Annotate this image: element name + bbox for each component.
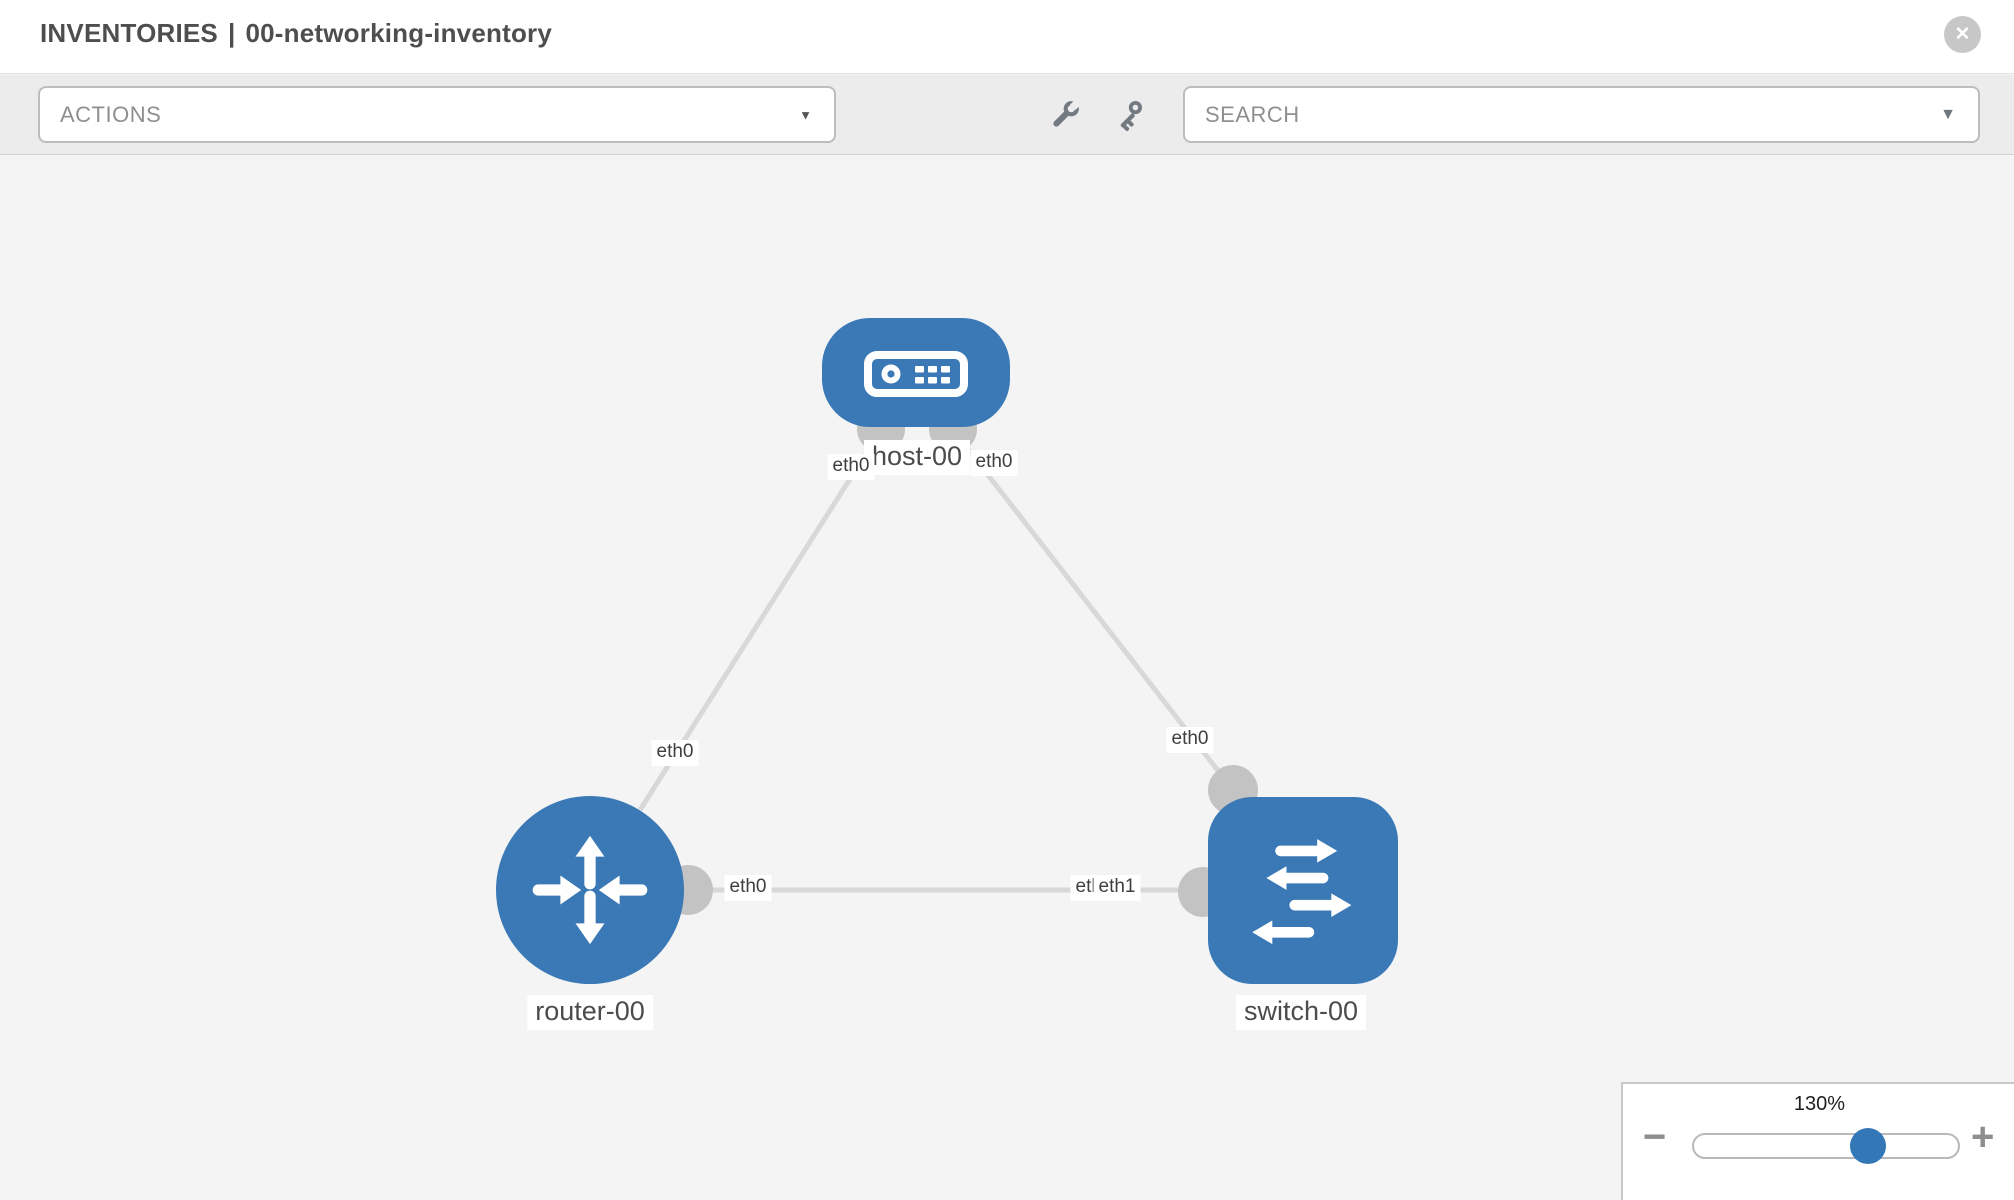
key-icon[interactable] <box>1112 94 1154 136</box>
search-placeholder: SEARCH <box>1205 101 1300 127</box>
toolbar: ACTIONS ▼ SEAR <box>0 75 2014 155</box>
node-router-00[interactable] <box>496 796 684 984</box>
chevron-down-icon: ▼ <box>799 107 812 122</box>
header: INVENTORIES | 00-networking-inventory ✕ <box>0 0 2014 74</box>
iface-label-host-to-switch: eth0 <box>970 450 1018 476</box>
zoom-in-button[interactable]: + <box>1971 1115 1995 1159</box>
zoom-control-panel: 130% − + <box>1621 1082 2014 1200</box>
node-switch-00[interactable] <box>1208 797 1398 984</box>
node-host-00[interactable] <box>822 318 1010 427</box>
page-title-inventory-name: 00-networking-inventory <box>245 18 553 48</box>
iface-label-host-to-router: eth0 <box>827 454 875 480</box>
search-dropdown[interactable]: SEARCH ▼ <box>1183 86 1980 143</box>
close-button[interactable]: ✕ <box>1944 16 1981 53</box>
iface-label-switch-to-host: eth0 <box>1166 727 1214 753</box>
iface-label-switch-to-router: eth1 <box>1093 875 1141 901</box>
zoom-slider-track[interactable] <box>1692 1128 1960 1164</box>
zoom-percentage: 130% <box>1793 1093 1846 1115</box>
zoom-slider-handle[interactable] <box>1850 1128 1886 1164</box>
page-title: INVENTORIES | 00-networking-inventory <box>40 18 552 49</box>
iface-label-router-to-switch: eth0 <box>724 875 772 901</box>
chevron-down-icon: ▼ <box>1940 105 1956 123</box>
server-icon <box>864 350 968 397</box>
close-icon: ✕ <box>1954 24 1971 45</box>
wrench-icon[interactable] <box>1044 94 1086 136</box>
page-title-divider: | <box>227 18 236 48</box>
actions-dropdown-label: ACTIONS <box>60 101 162 127</box>
actions-dropdown[interactable]: ACTIONS ▼ <box>38 86 836 143</box>
node-label-switch: switch-00 <box>1235 995 1367 1030</box>
node-label-router: router-00 <box>527 995 653 1030</box>
router-icon <box>532 835 648 945</box>
node-label-host: host-00 <box>863 440 971 475</box>
switch-icon <box>1252 838 1352 944</box>
zoom-out-button[interactable]: − <box>1643 1115 1667 1159</box>
page-title-section: INVENTORIES <box>40 18 218 48</box>
iface-label-router-to-host: eth0 <box>651 740 699 766</box>
